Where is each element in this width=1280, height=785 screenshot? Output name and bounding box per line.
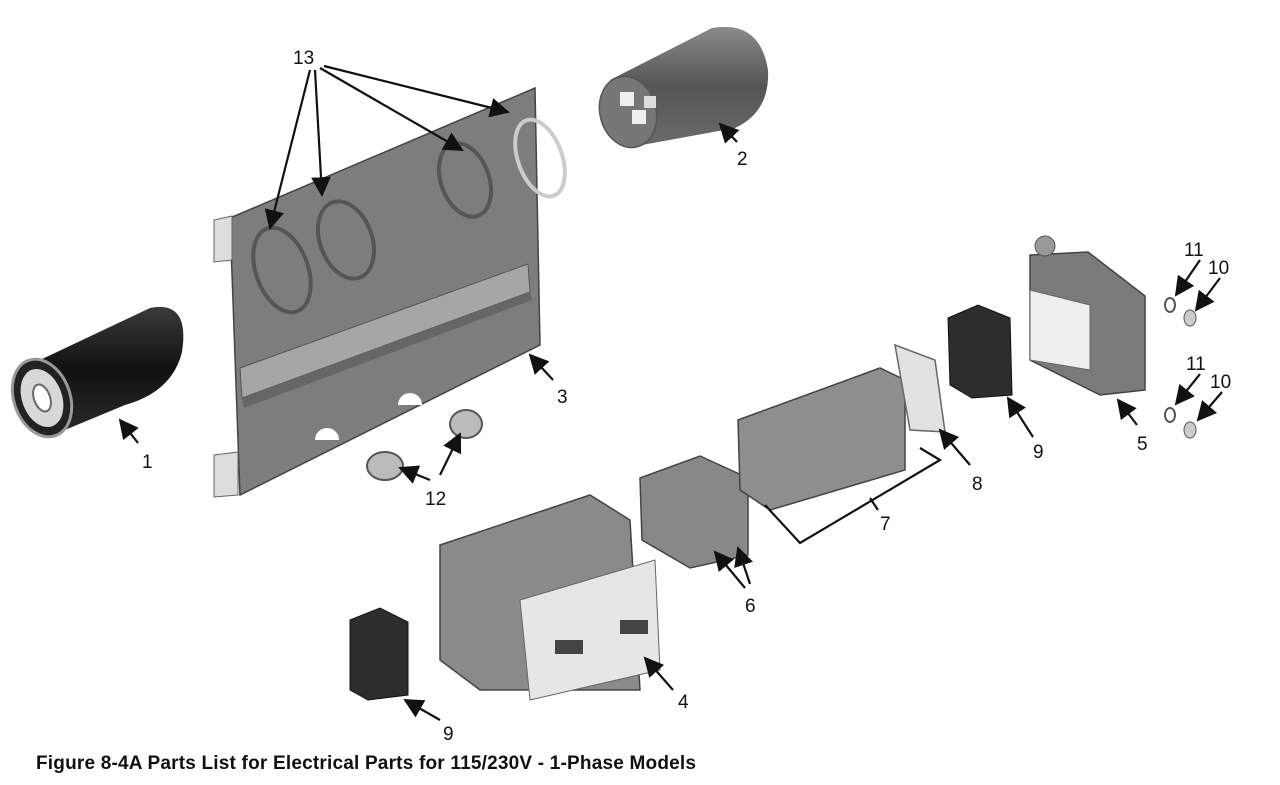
callout-2: 2 xyxy=(737,149,748,170)
part-1-run-capacitor xyxy=(10,306,184,439)
leader-13a xyxy=(264,69,312,230)
part-3-mounting-plate xyxy=(213,86,567,498)
leader-3 xyxy=(528,353,554,381)
part-9-terminal-block-lower xyxy=(349,607,409,701)
leader-7 xyxy=(869,497,879,511)
callout-9-upper: 9 xyxy=(1033,442,1044,463)
callout-11-upper: 11 xyxy=(1184,240,1204,261)
callout-10-lower: 10 xyxy=(1210,372,1231,393)
leader-9-upper xyxy=(1006,396,1034,438)
part-12-clamps xyxy=(366,409,483,481)
leader-13c xyxy=(319,67,464,151)
leader-2 xyxy=(718,122,740,144)
callout-12: 12 xyxy=(425,489,446,510)
callout-9-lower: 9 xyxy=(443,724,454,745)
leader-12b xyxy=(439,432,462,476)
leader-7-bracket xyxy=(764,447,943,545)
part-6-auxiliary-blocks xyxy=(639,455,749,569)
part-7-overload-modules xyxy=(737,367,906,511)
leader-13b xyxy=(311,69,331,197)
callout-10-upper: 10 xyxy=(1208,258,1229,279)
callout-11-lower: 11 xyxy=(1186,354,1206,375)
part-5-transformer xyxy=(1029,235,1146,396)
leader-8 xyxy=(938,428,971,466)
callout-4: 4 xyxy=(678,692,689,713)
leader-5 xyxy=(1116,398,1138,426)
leader-arrows xyxy=(118,64,1223,721)
part-4-contactor xyxy=(439,494,661,701)
leader-13d xyxy=(323,64,510,118)
part-9-terminal-block-upper xyxy=(947,304,1013,399)
parts-10-11-fasteners xyxy=(1164,297,1197,439)
leader-6a xyxy=(713,550,746,589)
leader-1 xyxy=(118,418,139,444)
leader-10a xyxy=(1194,277,1221,312)
leader-6b xyxy=(734,546,754,585)
figure-caption: Figure 8-4A Parts List for Electrical Pa… xyxy=(36,753,697,774)
callout-7: 7 xyxy=(880,514,891,535)
leader-12a xyxy=(398,465,431,484)
leader-11b xyxy=(1174,373,1201,406)
leader-9-lower xyxy=(403,699,441,721)
callout-labels: 1 2 3 4 5 6 7 8 9 9 10 10 11 11 12 13 xyxy=(142,48,1231,745)
leader-10b xyxy=(1196,391,1223,422)
leader-4 xyxy=(643,656,674,691)
callout-3: 3 xyxy=(557,387,568,408)
exploded-parts-diagram: 1 2 3 4 5 6 7 8 9 9 10 10 11 11 12 13 xyxy=(10,26,1231,745)
part-2-start-capacitor xyxy=(598,26,769,149)
callout-13: 13 xyxy=(293,48,314,69)
callout-5: 5 xyxy=(1137,434,1148,455)
leader-11a xyxy=(1174,259,1201,297)
callout-6: 6 xyxy=(745,596,756,617)
callout-8: 8 xyxy=(972,474,983,495)
callout-1: 1 xyxy=(142,452,153,473)
